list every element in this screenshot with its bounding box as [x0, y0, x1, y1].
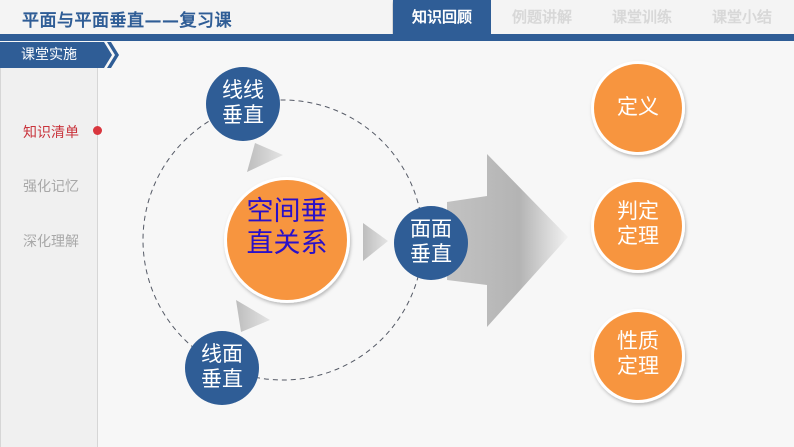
node-label-line2: 垂直	[201, 367, 243, 392]
output-label-line2: 定理	[617, 224, 659, 249]
output-label-line1: 判定	[617, 199, 659, 223]
output-circle-definition	[594, 64, 682, 152]
node-circle-line-plane	[185, 331, 259, 405]
output-circle-property	[594, 312, 682, 400]
output-property-theorem[interactable]: 性质 定理	[594, 329, 682, 379]
small-arrow-icon	[363, 223, 388, 261]
node-label-line1: 线面	[201, 342, 243, 366]
sidebar-item-reinforce-memory[interactable]: 强化记忆	[23, 179, 79, 195]
page-title: 平面与平面垂直——复习课	[22, 11, 232, 31]
node-circle-line-line	[206, 67, 280, 141]
sidebar-item-knowledge-list[interactable]: 知识清单	[23, 125, 79, 141]
output-label-line1: 性质	[617, 329, 659, 353]
center-label-line1: 空间垂	[246, 196, 328, 227]
chevron-right-icon	[98, 42, 119, 68]
section-banner: 课堂实施	[0, 42, 100, 68]
tab-knowledge-review[interactable]: 知识回顾	[393, 0, 491, 34]
tab-class-practice[interactable]: 课堂训练	[611, 8, 672, 26]
node-label-line1: 线线	[222, 78, 264, 102]
node-circle-plane-plane	[394, 206, 468, 280]
center-circle	[227, 180, 347, 300]
tab-class-summary[interactable]: 课堂小结	[711, 8, 772, 26]
header-divider	[0, 34, 794, 41]
node-label-line1: 面面	[410, 217, 452, 241]
output-definition[interactable]: 定义	[594, 95, 682, 120]
sidebar-item-deepen-understanding[interactable]: 深化理解	[23, 234, 79, 250]
node-label-line2: 垂直	[222, 103, 264, 128]
output-label-line2: 定理	[617, 354, 659, 379]
big-arrow-icon	[447, 154, 568, 327]
small-arrow-icon	[247, 143, 283, 172]
active-indicator-dot	[93, 126, 102, 135]
node-label-line2: 垂直	[410, 242, 452, 267]
tab-example-explanation[interactable]: 例题讲解	[511, 8, 572, 26]
center-label-line2: 直关系	[246, 228, 328, 260]
sidebar	[0, 68, 98, 447]
output-circle-judgment	[594, 182, 682, 270]
output-judgment-theorem[interactable]: 判定 定理	[594, 199, 682, 249]
center-label: 空间垂 直关系	[227, 196, 347, 261]
small-arrow-icon	[236, 300, 270, 332]
output-label-line1: 定义	[617, 95, 659, 119]
node-plane-plane[interactable]: 面面 垂直	[394, 217, 468, 267]
node-line-plane[interactable]: 线面 垂直	[185, 342, 259, 392]
node-line-line[interactable]: 线线 垂直	[206, 78, 280, 128]
